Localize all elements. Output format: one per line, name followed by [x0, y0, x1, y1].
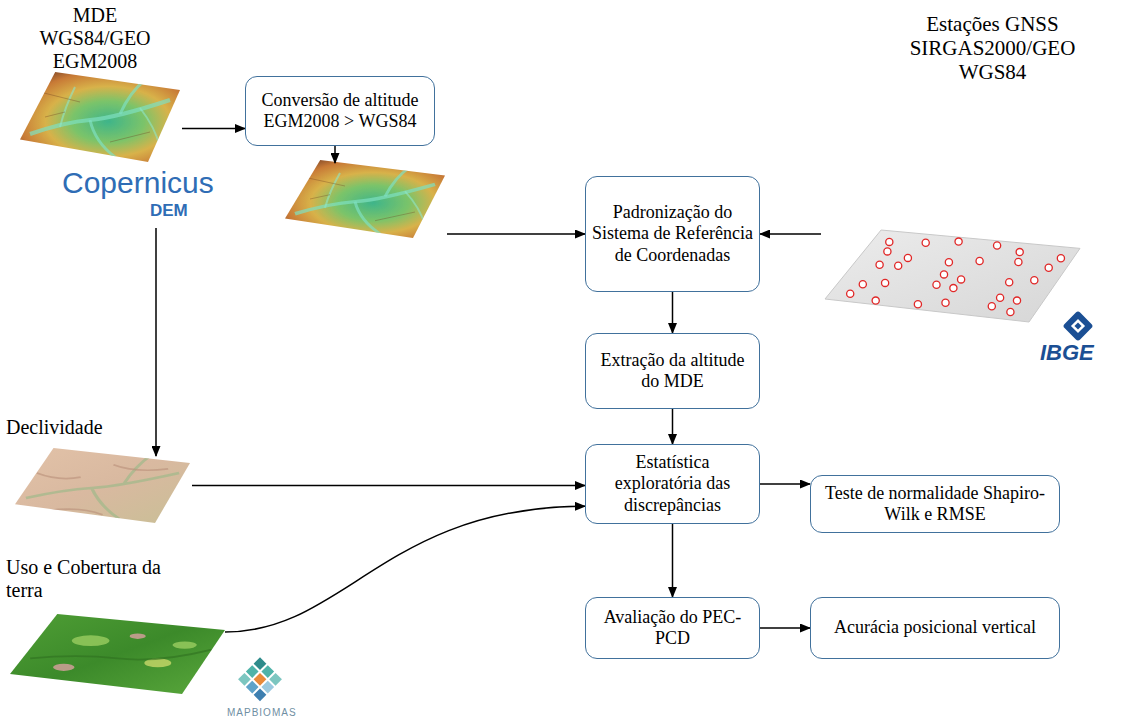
gnss-station-dot [994, 242, 1001, 249]
box-label: Estatística exploratória das discrepânci… [592, 452, 753, 516]
flow-arrow [760, 233, 821, 235]
dem-map-tile: MDE WGS84/GEO EGM2008 [20, 4, 180, 162]
gnss-station-dot [884, 248, 891, 255]
converted-dem-tile [285, 160, 445, 238]
gnss-station-dot [1031, 277, 1038, 284]
gnss-station-dot [882, 279, 889, 286]
process-box: Avaliação do PEC-PCD [585, 597, 760, 659]
gnss-station-dot [1045, 264, 1052, 271]
gnss-station-dot [1013, 297, 1020, 304]
slope-map-tile: Declividade [6, 416, 190, 523]
flow-arrow [182, 128, 245, 130]
gnss-station-dot [950, 285, 957, 292]
gnss-station-dot [1006, 279, 1013, 286]
gnss-station-dot [886, 238, 893, 245]
gnss-station-dot [922, 239, 929, 246]
gnss-station-dot [1007, 308, 1014, 315]
flow-arrow [334, 146, 336, 163]
ibge-logo-icon [1062, 310, 1093, 341]
gnss-station-dot [1015, 258, 1022, 265]
flow-arrow [192, 485, 585, 487]
process-box: Extração da altitude do MDE [585, 333, 760, 409]
gnss-station-dot [914, 301, 921, 308]
gnss-station-dot [904, 254, 911, 261]
flow-arrow [672, 409, 674, 444]
gnss-station-dot [976, 257, 983, 264]
map-tile-area [825, 230, 1080, 322]
tile-heading: Declividade [6, 416, 166, 439]
box-label: Avaliação do PEC-PCD [592, 607, 753, 649]
box-label: Extração da altitude do MDE [592, 350, 753, 392]
gnss-stations-tile: Estações GNSS SIRGAS2000/GEO WGS84 [825, 12, 1095, 322]
mapbiomas-logo-text: MAPBIOMAS [227, 707, 297, 718]
dem-tile-art [20, 72, 180, 162]
gnss-station-dot [958, 276, 965, 283]
flow-arrow [155, 228, 157, 456]
gnss-station-dot [988, 303, 995, 310]
box-label: Teste de normalidade Shapiro-Wilk e RMSE [817, 483, 1053, 525]
gnss-station-dot [997, 294, 1004, 301]
gnss-station-dot [1057, 255, 1064, 262]
box-label: Acurácia posicional vertical [834, 617, 1036, 638]
process-box: Estatística exploratória das discrepânci… [585, 444, 760, 524]
flow-arrow [760, 627, 810, 629]
gnss-station-dot [859, 281, 866, 288]
gnss-station-dot [1016, 249, 1023, 256]
result-box: Acurácia posicional vertical [810, 597, 1060, 659]
map-tile-area [10, 614, 225, 694]
box-label: Padronização do Sistema de Referência de… [592, 202, 753, 266]
gnss-station-dot [940, 271, 947, 278]
land-use-tile-art [10, 614, 225, 694]
flow-arrow [225, 506, 585, 632]
tile-heading: Uso e Cobertura da terra [6, 556, 164, 602]
converted-dem-tile-art [285, 160, 445, 238]
flow-arrow [760, 483, 810, 485]
flow-arrow [447, 233, 585, 235]
map-tile-area [285, 160, 445, 238]
process-box: Padronização do Sistema de Referência de… [585, 176, 760, 292]
gnss-station-dot [945, 259, 952, 266]
tile-heading: MDE WGS84/GEO EGM2008 [30, 4, 160, 73]
gnss-station-dot [942, 299, 949, 306]
map-tile-area [15, 448, 190, 523]
flow-arrow [672, 524, 674, 597]
gnss-station-dot [872, 297, 879, 304]
gnss-station-dot [847, 290, 854, 297]
process-box: Teste de normalidade Shapiro-Wilk e RMSE [810, 475, 1060, 533]
flow-arrow [672, 292, 674, 333]
gnss-station-dot [933, 281, 940, 288]
gnss-tile-art [825, 230, 1080, 322]
ibge-logo-text: IBGE [1040, 340, 1094, 366]
gnss-station-dot [955, 238, 962, 245]
gnss-station-dots [847, 238, 1065, 316]
gnss-station-dot [876, 261, 883, 268]
map-tile-area [20, 72, 180, 162]
tile-heading: Estações GNSS SIRGAS2000/GEO WGS84 [890, 12, 1095, 84]
land-use-tile: Uso e Cobertura da terra [6, 556, 225, 694]
box-label: Conversão de altitude EGM2008 > WGS84 [252, 90, 428, 132]
mapbiomas-logo-icon [238, 657, 282, 701]
slope-tile-art [15, 448, 190, 523]
process-box: Conversão de altitude EGM2008 > WGS84 [245, 76, 435, 146]
gnss-station-dot [895, 262, 902, 269]
copernicus-dem-text: DEM [150, 201, 188, 221]
copernicus-logo-text: Copernicus [62, 166, 214, 200]
